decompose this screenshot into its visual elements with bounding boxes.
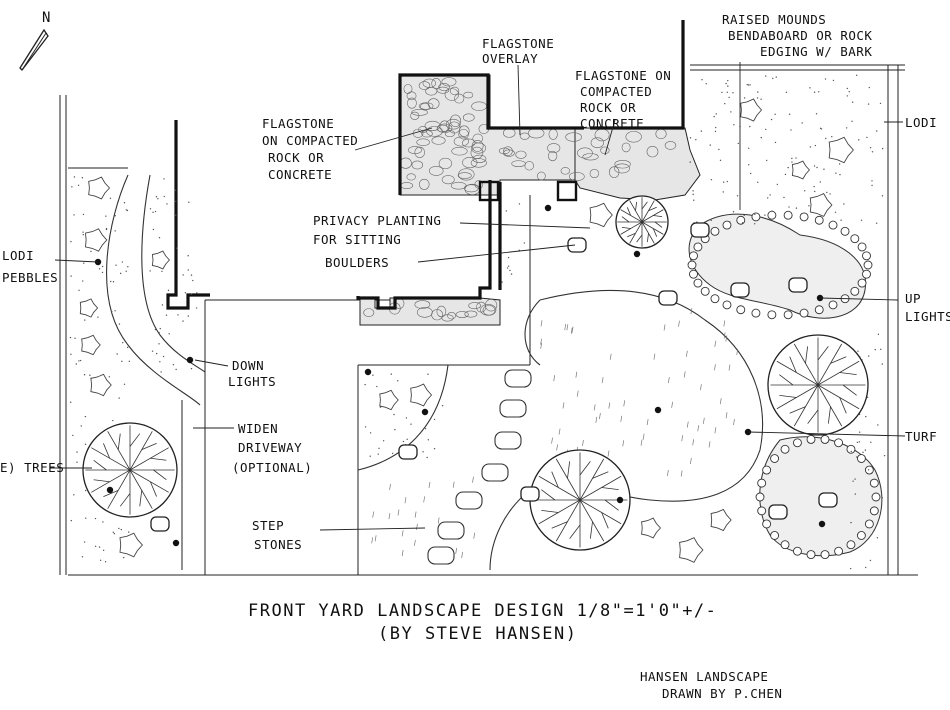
step-stone-2 xyxy=(499,399,527,418)
shrub-10 xyxy=(710,508,732,532)
boulder-8 xyxy=(768,504,788,520)
light-4 xyxy=(421,408,429,416)
step-stone-6 xyxy=(437,521,465,540)
light-9 xyxy=(633,250,641,258)
property-lines xyxy=(59,64,918,576)
label-flagstone-left: FLAGSTONE ON COMPACTED ROCK OR CONCRETE xyxy=(262,116,366,182)
title-block: FRONT YARD LANDSCAPE DESIGN 1/8"=1'0"+/-… xyxy=(248,601,782,701)
tree-4 xyxy=(615,195,669,249)
label-turf: TURF xyxy=(905,429,937,444)
shrub-5 xyxy=(90,373,112,397)
light-2 xyxy=(186,356,194,364)
light-13 xyxy=(106,486,114,494)
label-raised-mounds: RAISED MOUNDS BENDABOARD OR ROCK EDGING … xyxy=(722,12,881,59)
light-7 xyxy=(654,406,662,414)
boulder-6 xyxy=(520,486,540,502)
shrubs xyxy=(79,98,855,563)
shrub-2 xyxy=(85,228,108,252)
boulder-4 xyxy=(788,277,808,293)
flagstone-patio xyxy=(359,74,701,326)
credit-company: HANSEN LANDSCAPE xyxy=(640,669,768,684)
boulder-1 xyxy=(567,237,587,253)
tree-2 xyxy=(529,449,631,551)
boulder-7 xyxy=(150,516,170,532)
label-flagstone-overlay: FLAGSTONE OVERLAY xyxy=(482,36,562,66)
shrub-4 xyxy=(81,334,101,356)
boulder-5 xyxy=(398,444,418,460)
label-widen-driveway: WIDEN DRIVEWAY (OPTIONAL) xyxy=(232,421,312,475)
label-flagstone-right: FLAGSTONE ON COMPACTED ROCK OR CONCRETE xyxy=(575,68,679,131)
light-3 xyxy=(364,368,372,376)
tree-1 xyxy=(82,422,178,518)
shrub-15 xyxy=(410,383,433,407)
step-stone-1 xyxy=(504,369,532,388)
boulder-10 xyxy=(690,222,710,238)
shrub-16 xyxy=(379,389,399,411)
shrub-9 xyxy=(809,193,833,217)
annotations: FLAGSTONE OVERLAY FLAGSTONE ON COMPACTED… xyxy=(0,12,950,552)
boulder-2 xyxy=(658,290,678,306)
north-arrow: N xyxy=(19,10,51,71)
label-step-stones: STEP STONES xyxy=(252,518,302,552)
light-11 xyxy=(818,520,826,528)
pebble-texture xyxy=(69,74,886,570)
label-up-lights: UP LIGHTS xyxy=(905,291,950,324)
shrub-12 xyxy=(679,537,704,563)
step-stone-5 xyxy=(455,491,483,510)
shrub-14 xyxy=(151,250,171,270)
label-down-lights: DOWN LIGHTS xyxy=(228,358,276,389)
drawing-subtitle: (BY STEVE HANSEN) xyxy=(378,624,578,644)
light-8 xyxy=(544,204,552,212)
boulders xyxy=(150,222,838,532)
shrub-7 xyxy=(791,160,811,180)
label-lodi-pebbles: LODI PEBBLES xyxy=(2,248,58,285)
step-stone-3 xyxy=(494,431,522,450)
shrub-6 xyxy=(740,98,763,122)
step-stone-4 xyxy=(481,463,509,482)
step-stone-7 xyxy=(427,546,455,565)
light-5 xyxy=(616,496,624,504)
shrub-3 xyxy=(79,298,99,318)
shrub-13 xyxy=(589,202,613,228)
light-12 xyxy=(172,539,180,547)
label-trees: (E) TREES xyxy=(0,460,64,475)
credit-drafter: DRAWN BY P.CHEN xyxy=(662,686,782,701)
trees xyxy=(82,195,869,551)
shrub-1 xyxy=(88,176,111,200)
drawing-title: FRONT YARD LANDSCAPE DESIGN 1/8"=1'0"+/- xyxy=(248,601,717,621)
shrub-8 xyxy=(828,136,855,164)
left-curved-path xyxy=(106,174,206,406)
shrub-11 xyxy=(641,517,662,539)
tree-3 xyxy=(767,334,869,436)
shrub-17 xyxy=(119,532,144,558)
step-stones xyxy=(427,369,532,565)
north-label: N xyxy=(42,10,51,26)
label-privacy-planting: PRIVACY PLANTING FOR SITTING xyxy=(313,213,449,247)
boulder-9 xyxy=(818,492,838,508)
label-boulders: BOULDERS xyxy=(325,255,389,270)
boulder-3 xyxy=(730,282,750,298)
label-lodi-right: LODI xyxy=(905,115,937,130)
leader-lines xyxy=(50,62,906,531)
